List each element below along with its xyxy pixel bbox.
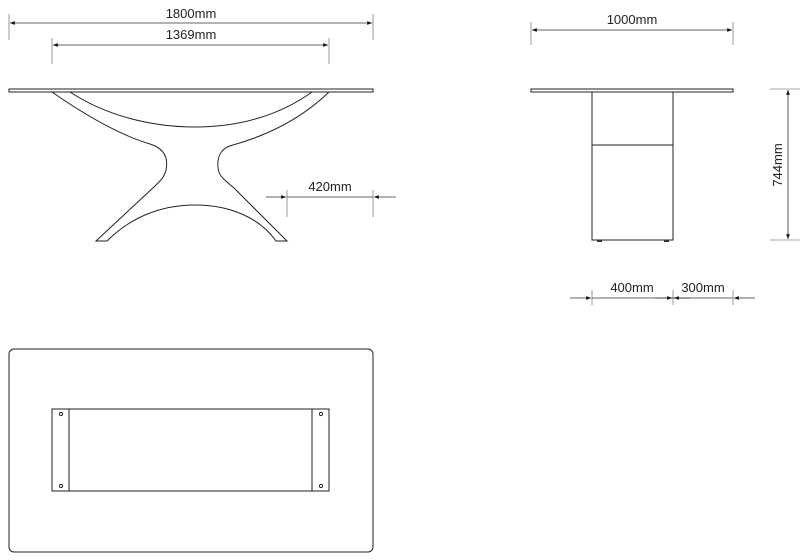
base-column bbox=[591, 91, 674, 241]
front-view: 1800mm 1369mm 420mm bbox=[8, 6, 396, 242]
dimension-label: 1000mm bbox=[607, 12, 658, 27]
foot-glide bbox=[664, 240, 669, 242]
dimension-label: 400mm bbox=[610, 280, 653, 295]
dimension-overhang-front: 420mm bbox=[266, 179, 396, 217]
screw-hole bbox=[58, 483, 64, 489]
base-outline bbox=[51, 408, 330, 492]
dimension-leg-span: 1369mm bbox=[51, 27, 330, 64]
screw-hole bbox=[318, 483, 324, 489]
tabletop-outline bbox=[8, 348, 374, 553]
dimension-base-and-overhang: 400mm 300mm bbox=[570, 280, 755, 305]
screw-hole bbox=[318, 411, 324, 417]
dimension-label: 744mm bbox=[770, 143, 785, 186]
tabletop bbox=[8, 88, 374, 93]
sculpted-leg bbox=[50, 91, 331, 242]
dimension-overall-length: 1800mm bbox=[8, 6, 374, 40]
dimension-height: 744mm bbox=[770, 88, 800, 241]
top-view bbox=[8, 348, 374, 553]
side-view: 1000mm 744mm 400mm 300mm bbox=[530, 12, 800, 305]
screw-hole bbox=[58, 411, 64, 417]
dimension-label: 300mm bbox=[681, 280, 724, 295]
dimension-label: 1369mm bbox=[166, 27, 217, 42]
dimension-label: 1800mm bbox=[166, 6, 217, 21]
foot-glide bbox=[597, 240, 602, 242]
dimension-label: 420mm bbox=[308, 179, 351, 194]
dimension-overall-width: 1000mm bbox=[530, 12, 734, 45]
